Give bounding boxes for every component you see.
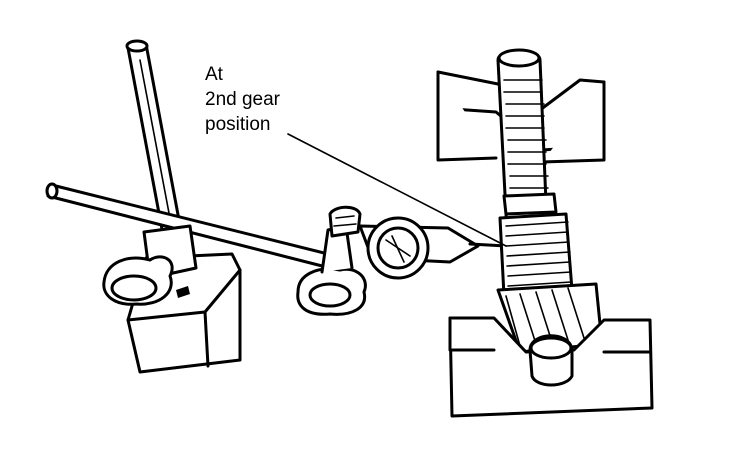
dial-indicator bbox=[358, 216, 512, 280]
post-clamp bbox=[102, 224, 198, 306]
callout-line-2: 2nd gear bbox=[205, 89, 281, 110]
arm-clamp bbox=[296, 205, 367, 316]
callout-line-3: position bbox=[205, 114, 271, 135]
callout-label: At 2nd gear position bbox=[205, 62, 280, 137]
gear-shaft bbox=[436, 48, 654, 418]
callout-leader-line bbox=[287, 133, 507, 247]
callout-line-1: At bbox=[205, 64, 223, 85]
